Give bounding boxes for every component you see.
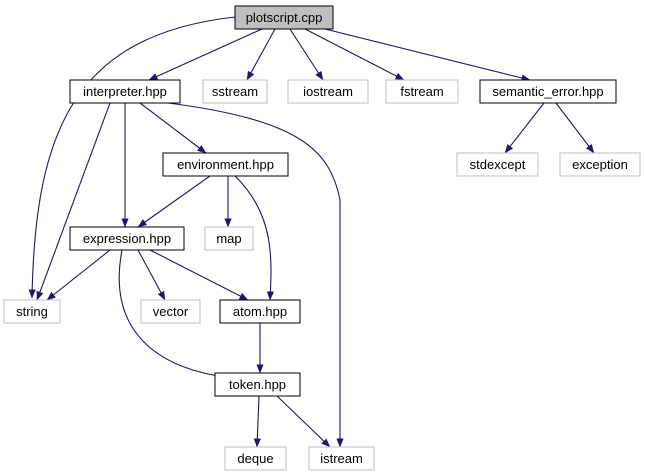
node-label-istream: istream — [320, 451, 363, 466]
node-label-fstream: fstream — [400, 84, 443, 99]
node-box-environment-hpp — [162, 152, 289, 177]
node-exception: exception — [559, 152, 641, 177]
edge-token-hpp-to-deque — [253, 395, 261, 448]
node-label-sstream: sstream — [212, 84, 258, 99]
edge-plotscript-cpp-to-iostream — [289, 28, 324, 81]
node-string: string — [3, 299, 61, 324]
node-box-map — [204, 226, 254, 251]
edge-semantic-error-hpp-to-stdexcept — [504, 102, 545, 154]
node-box-istream — [308, 446, 375, 471]
node-fstream: fstream — [385, 79, 459, 104]
node-box-interpreter-hpp — [69, 79, 181, 104]
node-token-hpp[interactable]: token.hpp — [214, 372, 301, 397]
edge-plotscript-cpp-to-interpreter-hpp — [148, 28, 263, 81]
edge-token-hpp-to-istream — [276, 395, 331, 448]
node-environment-hpp[interactable]: environment.hpp — [162, 152, 289, 177]
nodes-layer: plotscript.cpp interpreter.hpp sstream iost… — [3, 5, 641, 471]
node-box-stdexcept — [456, 152, 539, 177]
edge-plotscript-cpp-to-fstream — [304, 28, 405, 81]
edge-expression-hpp-to-token-hpp — [118, 249, 227, 380]
edge-expression-hpp-to-atom-hpp — [149, 249, 249, 301]
node-label-string: string — [16, 304, 48, 319]
edge-interpreter-hpp-to-istream — [167, 102, 344, 448]
node-label-plotscript-cpp: plotscript.cpp — [246, 10, 323, 25]
edge-interpreter-hpp-to-environment-hpp — [139, 102, 207, 154]
edge-environment-hpp-to-expression-hpp — [137, 175, 211, 228]
node-box-sstream — [202, 79, 268, 104]
node-box-deque — [224, 446, 287, 471]
node-label-interpreter-hpp: interpreter.hpp — [83, 84, 167, 99]
node-plotscript-cpp[interactable]: plotscript.cpp — [234, 5, 334, 30]
node-box-vector — [140, 299, 201, 324]
node-map: map — [204, 226, 254, 251]
node-semantic-error-hpp[interactable]: semantic_error.hpp — [479, 79, 617, 104]
node-label-map: map — [216, 231, 241, 246]
node-box-iostream — [287, 79, 369, 104]
node-sstream: sstream — [202, 79, 268, 104]
node-box-token-hpp — [214, 372, 301, 397]
node-label-stdexcept: stdexcept — [470, 157, 526, 172]
node-box-atom-hpp — [219, 299, 301, 324]
edge-environment-hpp-to-atom-hpp — [234, 175, 275, 301]
node-stdexcept: stdexcept — [456, 152, 539, 177]
node-atom-hpp[interactable]: atom.hpp — [219, 299, 301, 324]
edge-expression-hpp-to-string — [46, 249, 111, 301]
node-label-atom-hpp: atom.hpp — [233, 304, 287, 319]
node-deque: deque — [224, 446, 287, 471]
edge-plotscript-cpp-to-semantic-error-hpp — [324, 28, 531, 82]
node-box-exception — [559, 152, 641, 177]
node-box-plotscript-cpp — [234, 5, 334, 30]
node-label-vector: vector — [153, 304, 189, 319]
node-label-environment-hpp: environment.hpp — [177, 157, 274, 172]
node-interpreter-hpp[interactable]: interpreter.hpp — [69, 79, 181, 104]
node-label-deque: deque — [237, 451, 273, 466]
node-label-expression-hpp: expression.hpp — [83, 231, 171, 246]
edge-semantic-error-hpp-to-exception — [555, 102, 595, 154]
node-box-semantic-error-hpp — [479, 79, 617, 104]
node-istream: istream — [308, 446, 375, 471]
node-box-string — [3, 299, 61, 324]
node-box-expression-hpp — [69, 226, 185, 251]
edge-interpreter-hpp-to-string — [36, 102, 111, 301]
node-label-exception: exception — [572, 157, 628, 172]
node-vector: vector — [140, 299, 201, 324]
edges-layer — [28, 16, 595, 448]
node-label-semantic-error-hpp: semantic_error.hpp — [492, 84, 603, 99]
edge-plotscript-cpp-to-sstream — [246, 28, 276, 81]
edge-expression-hpp-to-vector — [137, 249, 166, 301]
node-label-token-hpp: token.hpp — [229, 377, 286, 392]
node-box-fstream — [385, 79, 459, 104]
node-expression-hpp[interactable]: expression.hpp — [69, 226, 185, 251]
node-iostream: iostream — [287, 79, 369, 104]
node-label-iostream: iostream — [303, 84, 353, 99]
